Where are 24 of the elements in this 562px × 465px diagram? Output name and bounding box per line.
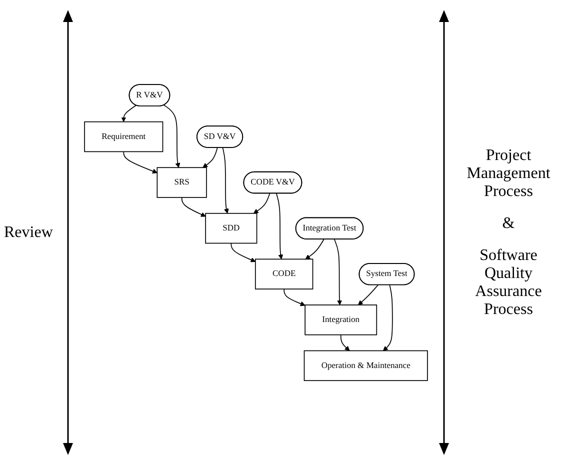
node-box: SDD (205, 212, 258, 244)
arrow (358, 284, 378, 306)
arrow (164, 104, 180, 168)
side-label: Software Quality Assurance Process (474, 246, 543, 318)
node-box: CODE (254, 258, 314, 290)
node-box: Requirement (84, 121, 164, 152)
side-label: & (502, 214, 515, 232)
arrow (202, 147, 218, 168)
arrow (222, 147, 229, 214)
node-box: Operation & Maintenance (304, 350, 428, 381)
arrow (181, 196, 206, 217)
node-box: SRS (156, 167, 207, 198)
arrow (382, 284, 393, 351)
arrow (123, 151, 158, 174)
side-label: Project Management Process (466, 146, 552, 200)
node-box: Integration (304, 304, 378, 336)
arrow (276, 192, 284, 260)
arrow (253, 192, 270, 214)
arrow (334, 238, 342, 306)
arrow (305, 238, 324, 260)
arrow (121, 104, 137, 122)
arrow (284, 288, 306, 306)
arrow (230, 242, 256, 262)
arrow (340, 334, 350, 351)
